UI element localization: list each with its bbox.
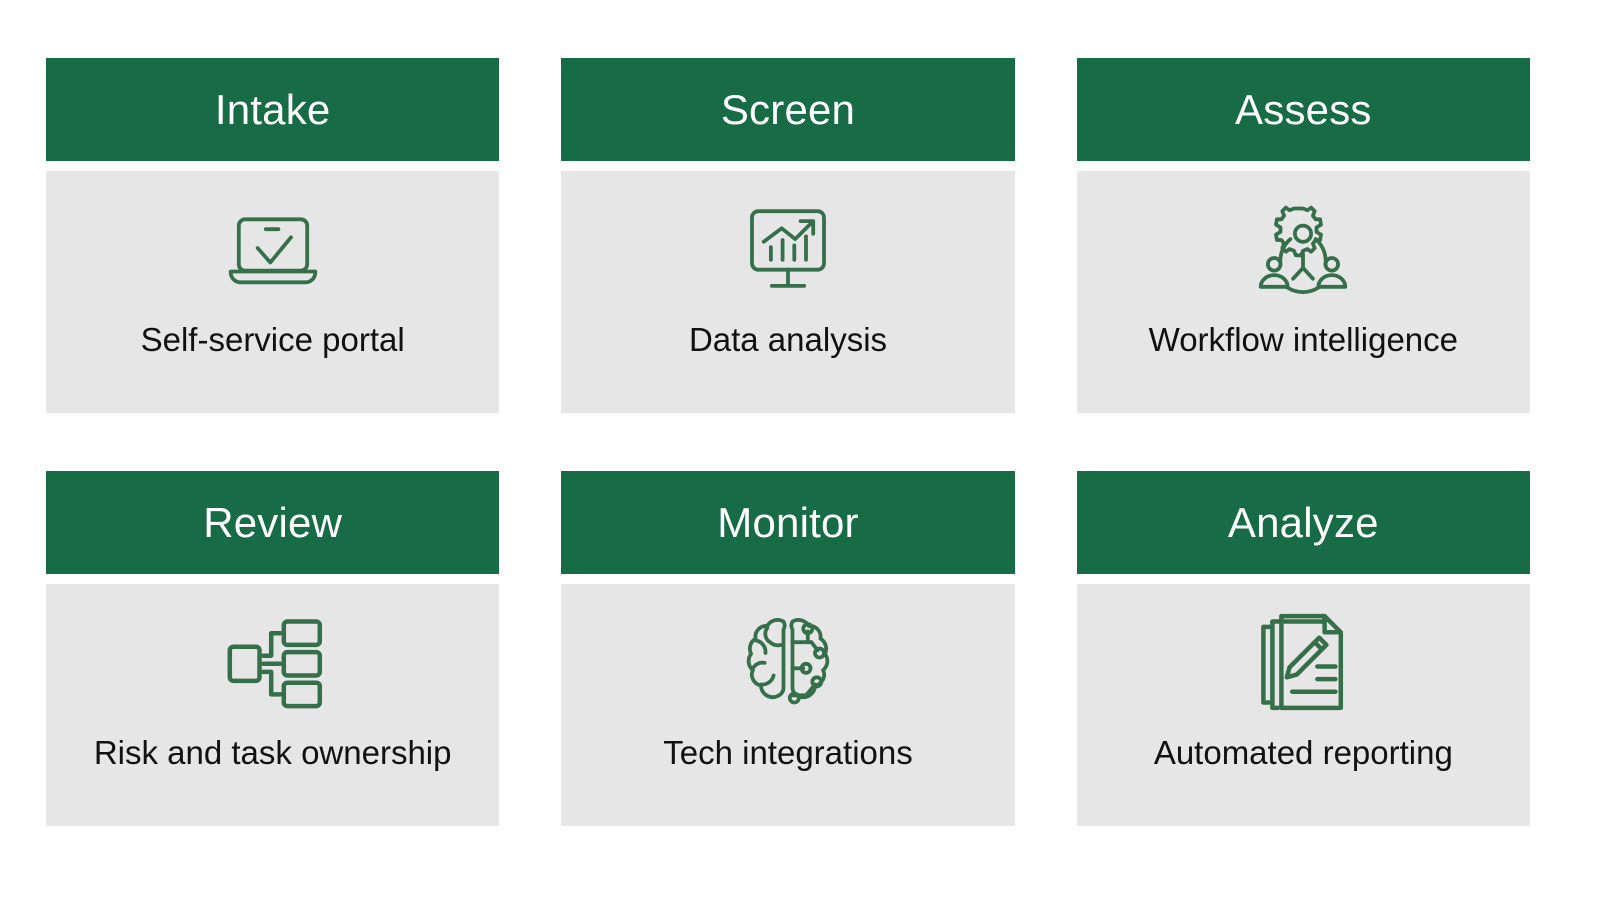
card-analyze[interactable]: Analyze [1076, 471, 1530, 826]
card-body-review: Risk and task ownership [46, 584, 500, 826]
card-title: Screen [720, 85, 856, 133]
card-body-monitor: Tech integrations [561, 584, 1015, 826]
card-monitor[interactable]: Monitor [561, 471, 1015, 826]
card-label: Tech integrations [663, 734, 913, 771]
card-label: Data analysis [688, 321, 888, 358]
card-header-screen: Screen [561, 58, 1015, 161]
card-title: Review [203, 498, 343, 546]
card-title: Monitor [717, 498, 859, 546]
card-title: Analyze [1227, 498, 1379, 546]
card-header-analyze: Analyze [1076, 471, 1530, 574]
card-header-monitor: Monitor [561, 471, 1015, 574]
card-header-assess: Assess [1076, 58, 1530, 161]
card-header-review: Review [46, 471, 500, 574]
hierarchy-org-chart-icon [213, 610, 333, 714]
card-body-assess: Workflow intelligence [1076, 171, 1530, 413]
card-label: Automated reporting [1153, 734, 1453, 771]
card-body-intake: Self-service portal [46, 171, 500, 413]
card-grid: Intake Self-service portal Screen [46, 58, 1530, 826]
card-label: Risk and task ownership [93, 734, 452, 771]
card-intake[interactable]: Intake Self-service portal [46, 58, 500, 413]
documents-pencil-icon [1243, 610, 1363, 714]
card-header-intake: Intake [46, 58, 500, 161]
card-label: Workflow intelligence [1148, 321, 1458, 358]
brain-circuit-icon [728, 610, 848, 714]
gear-people-network-icon [1243, 197, 1363, 301]
card-body-screen: Data analysis [561, 171, 1015, 413]
card-title: Intake [214, 85, 331, 133]
monitor-bar-chart-trend-icon [728, 197, 848, 301]
laptop-check-icon [213, 197, 333, 301]
card-title: Assess [1235, 85, 1372, 133]
card-label: Self-service portal [140, 321, 405, 358]
card-screen[interactable]: Screen Data analysis [561, 58, 1015, 413]
card-body-analyze: Automated reporting [1076, 584, 1530, 826]
card-review[interactable]: Review Risk and task ownership [46, 471, 500, 826]
card-assess[interactable]: Assess [1076, 58, 1530, 413]
